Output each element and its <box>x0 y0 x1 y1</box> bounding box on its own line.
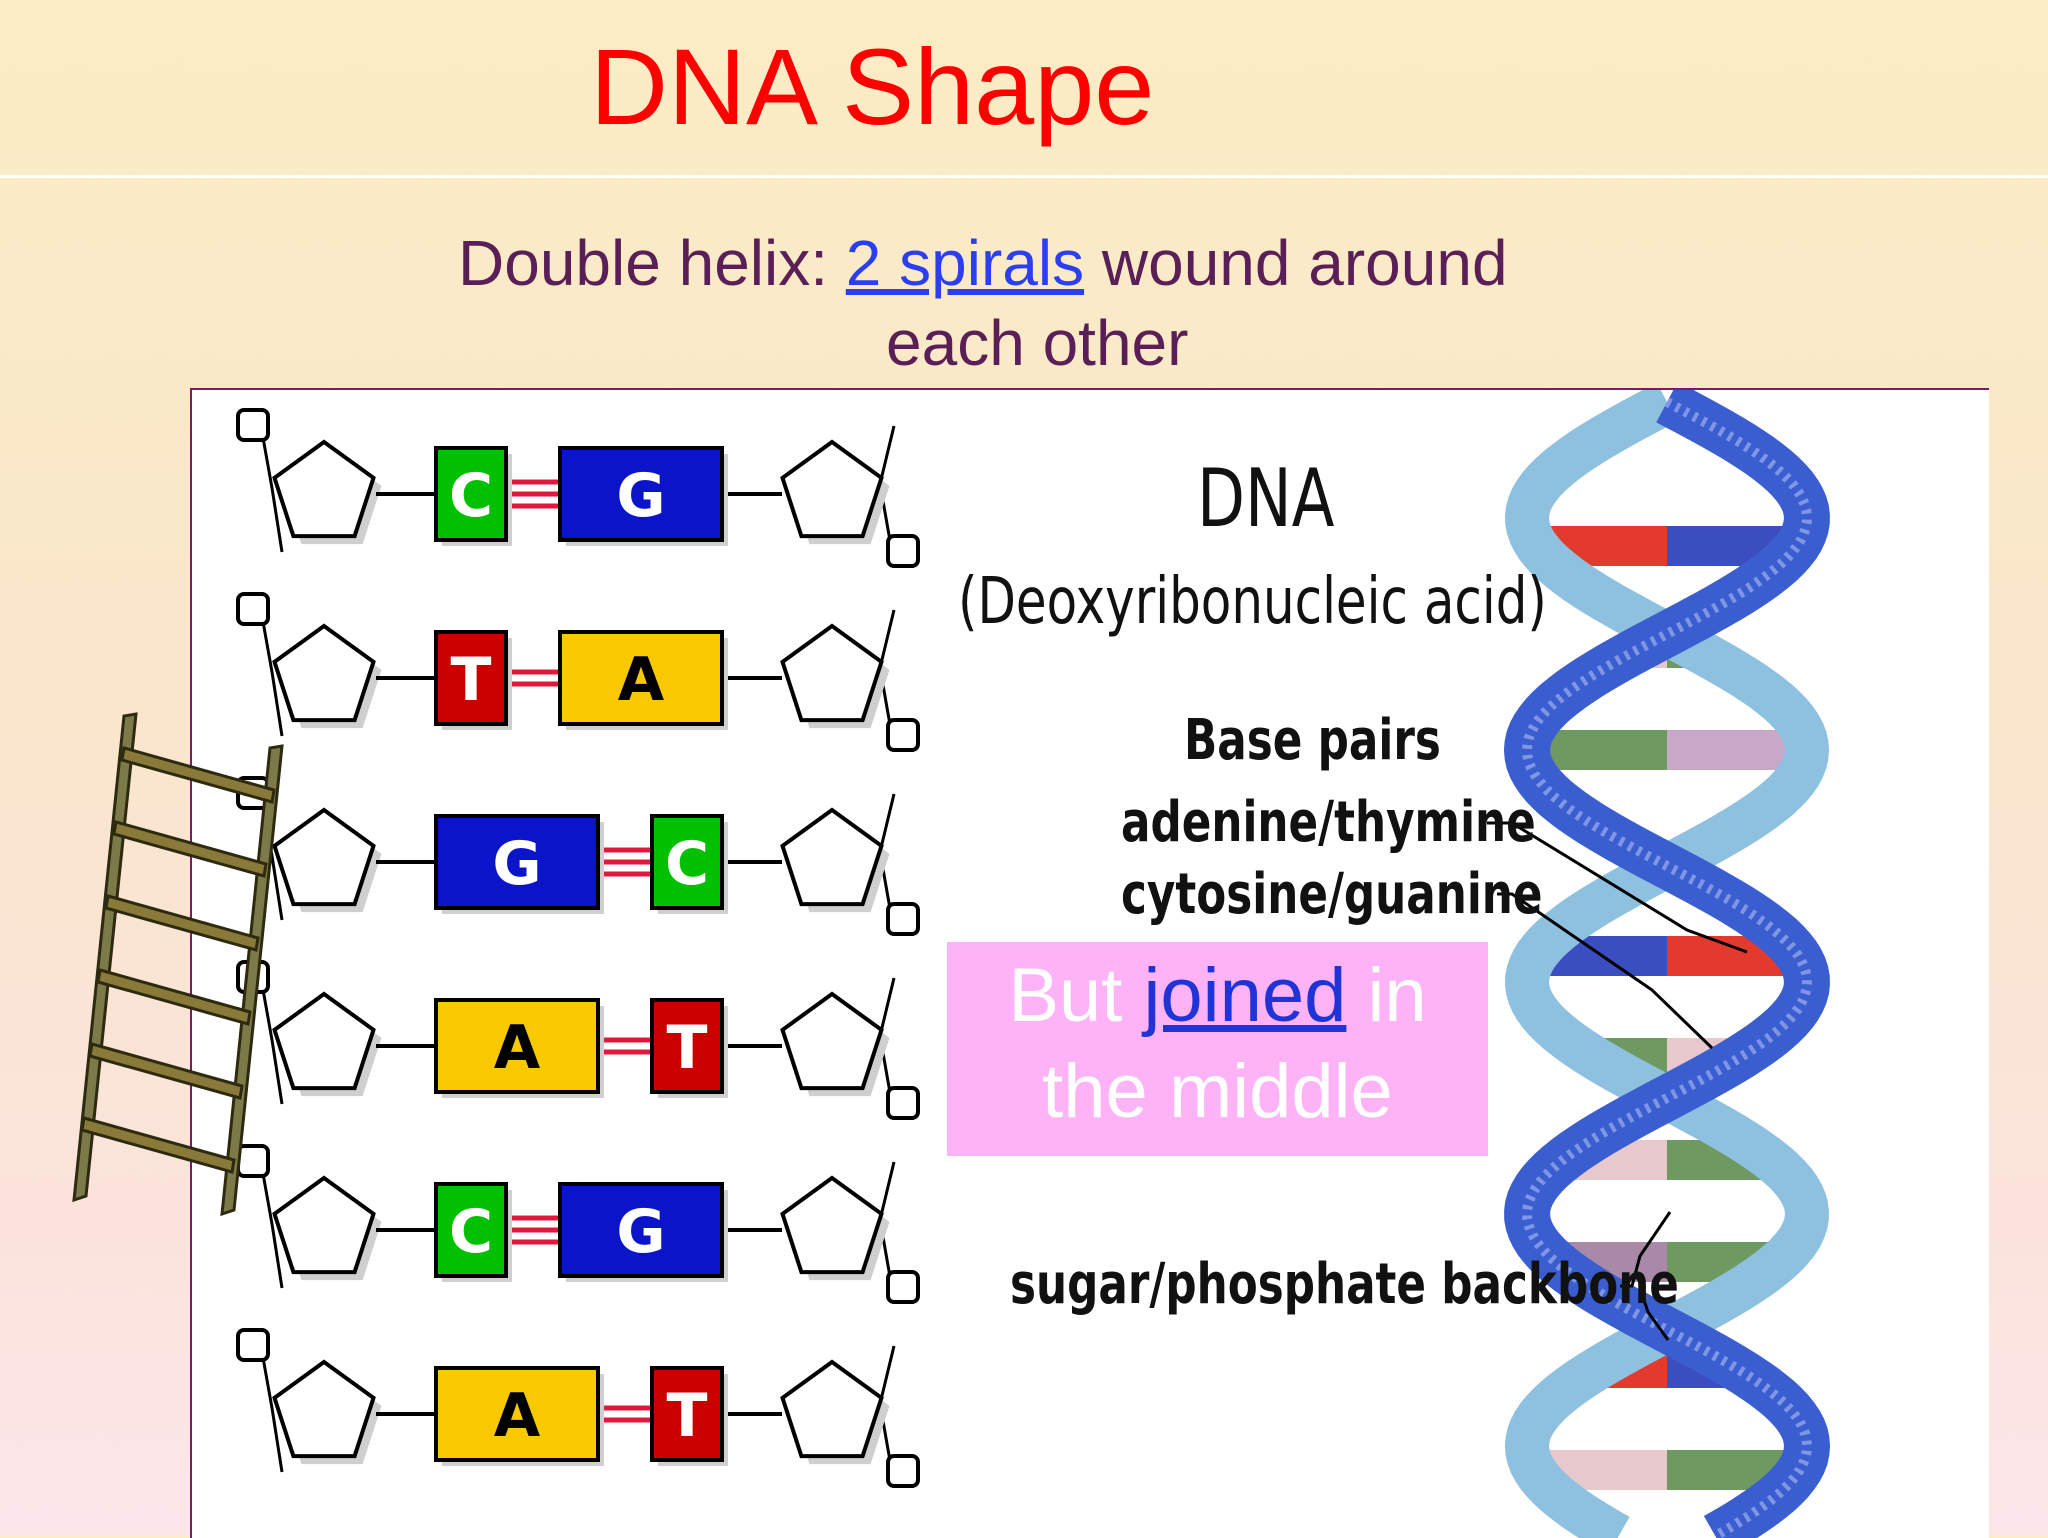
deoxyribonucleic-acid-label: (Deoxyribonucleic acid) <box>958 565 1547 639</box>
subtitle-prefix: Double helix: <box>458 227 846 299</box>
base-letter: A <box>494 1381 541 1451</box>
base-letter: G <box>616 461 665 531</box>
subtitle-line-1: Double helix: 2 spirals wound around <box>458 222 1508 305</box>
sugar-pentagon <box>272 807 376 907</box>
left-backbone-segment <box>260 1351 284 1473</box>
left-backbone-segment <box>260 431 284 553</box>
phosphate-group <box>236 592 270 626</box>
sugar-pentagon <box>780 623 884 723</box>
cytosine-guanine-leader <box>1497 892 1714 1050</box>
joined-link[interactable]: joined <box>1143 953 1347 1038</box>
adenine-thymine-leader <box>1487 821 1748 954</box>
base-pairs-label: Base pairs <box>1184 708 1441 773</box>
title-divider <box>0 175 2048 178</box>
callout-prefix: But <box>1008 953 1144 1038</box>
base-T <box>650 1366 724 1462</box>
callout-line-1: But joined in <box>947 948 1488 1044</box>
sugar-pentagon <box>780 807 884 907</box>
left-backbone-segment <box>260 1167 284 1289</box>
sugar-pentagon <box>272 1175 376 1275</box>
base-G <box>434 814 600 910</box>
joined-callout: But joined in the middle <box>947 942 1488 1156</box>
helix-strand-light <box>1504 390 1830 1538</box>
subtitle-suffix: wound around <box>1084 227 1508 299</box>
sugar-pentagon <box>272 1359 376 1459</box>
phosphate-group <box>886 902 920 936</box>
sugar-pentagon <box>272 439 376 539</box>
phosphate-group <box>886 1454 920 1488</box>
base-letter: A <box>494 1013 541 1083</box>
spirals-link[interactable]: 2 spirals <box>845 227 1085 299</box>
base-A <box>558 630 724 726</box>
base-G <box>558 446 724 542</box>
phosphate-group <box>886 1270 920 1304</box>
base-letter: C <box>449 1197 493 1267</box>
callout-suffix: in <box>1346 953 1427 1038</box>
base-letter: C <box>449 461 493 531</box>
slide-title: DNA Shape <box>590 26 1155 147</box>
ladder-icon <box>72 712 284 1217</box>
base-A <box>434 998 600 1094</box>
cytosine-guanine-label: cytosine/guanine <box>1121 862 1543 927</box>
phosphate-group <box>236 408 270 442</box>
left-backbone-segment <box>260 615 284 737</box>
phosphate-group <box>886 718 920 752</box>
base-T <box>650 998 724 1094</box>
sugar-pentagon <box>780 991 884 1091</box>
base-C <box>650 814 724 910</box>
sugar-pentagon <box>780 1175 884 1275</box>
subtitle-line-2: each other <box>886 307 1189 379</box>
left-backbone-segment <box>260 983 284 1105</box>
base-letter: T <box>451 645 492 715</box>
helix-strand-texture <box>1521 397 1813 1538</box>
phosphate-group <box>886 1086 920 1120</box>
adenine-thymine-label: adenine/thymine <box>1121 790 1536 855</box>
base-C <box>434 1182 508 1278</box>
base-letter: T <box>667 1381 708 1451</box>
base-C <box>434 446 508 542</box>
callout-line-2: the middle <box>1042 1049 1393 1134</box>
sugar-pentagon <box>272 991 376 1091</box>
backbone-leader-lower <box>1638 1287 1670 1341</box>
phosphate-group <box>236 1328 270 1362</box>
sugar-pentagon <box>780 439 884 539</box>
base-letter: G <box>492 829 541 899</box>
label-leader-lines <box>1487 821 1748 1341</box>
sugar-pentagon <box>272 623 376 723</box>
sugar-pentagon <box>780 1359 884 1459</box>
base-G <box>558 1182 724 1278</box>
base-letter: G <box>616 1197 665 1267</box>
base-A <box>434 1366 600 1462</box>
phosphate-group <box>886 534 920 568</box>
dna-label: DNA <box>1197 452 1335 545</box>
base-T <box>434 630 508 726</box>
base-letter: A <box>618 645 665 715</box>
base-letter: C <box>665 829 709 899</box>
dna-helix-image <box>1503 390 1831 1538</box>
base-letter: T <box>667 1013 708 1083</box>
backbone-leader-upper <box>1620 1211 1672 1288</box>
sugar-phosphate-backbone-label: sugar/phosphate backbone <box>1010 1252 1679 1317</box>
